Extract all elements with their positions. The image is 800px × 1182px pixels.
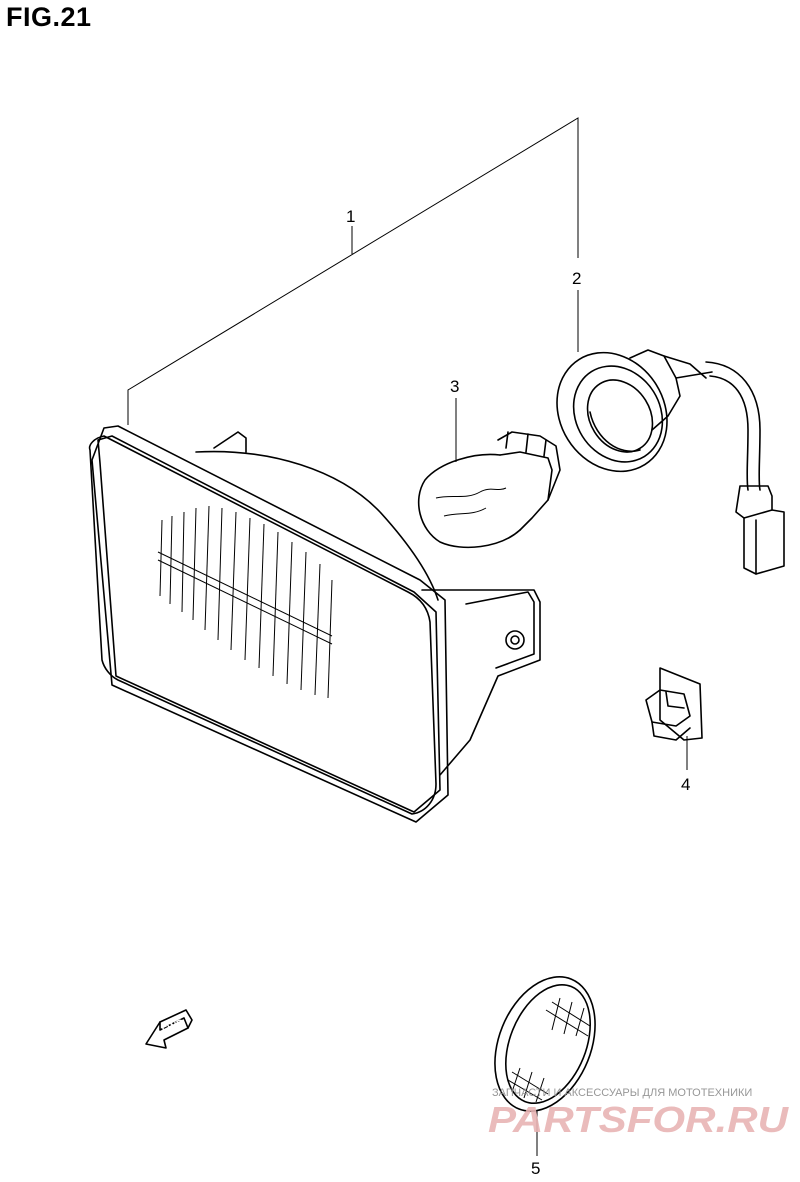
lens-fluting xyxy=(157,505,333,699)
clamp xyxy=(645,667,703,741)
leader-lines xyxy=(127,117,688,1156)
fwd-arrow-icon: FWD xyxy=(145,1009,193,1049)
callout-1: 1 xyxy=(346,207,355,226)
watermark-caption: ЗАПЧАСТИ И АКСЕССУАРЫ ДЛЯ МОТОТЕХНИКИ xyxy=(492,1087,752,1099)
watermark: ЗАПЧАСТИ И АКСЕССУАРЫ ДЛЯ МОТОТЕХНИКИ PA… xyxy=(488,1087,789,1140)
reflector-mesh xyxy=(507,997,591,1103)
callout-5: 5 xyxy=(531,1159,540,1178)
reflector xyxy=(494,976,596,1112)
callout-4: 4 xyxy=(681,775,690,794)
figure-title: FIG.21 xyxy=(6,2,92,32)
watermark-logo: PARTSFOR.RU xyxy=(488,1099,789,1140)
headlamp-assembly xyxy=(88,425,541,823)
bulb xyxy=(417,431,561,549)
callout-2: 2 xyxy=(572,269,581,288)
callout-3: 3 xyxy=(450,377,459,396)
bulb-socket xyxy=(556,349,785,575)
